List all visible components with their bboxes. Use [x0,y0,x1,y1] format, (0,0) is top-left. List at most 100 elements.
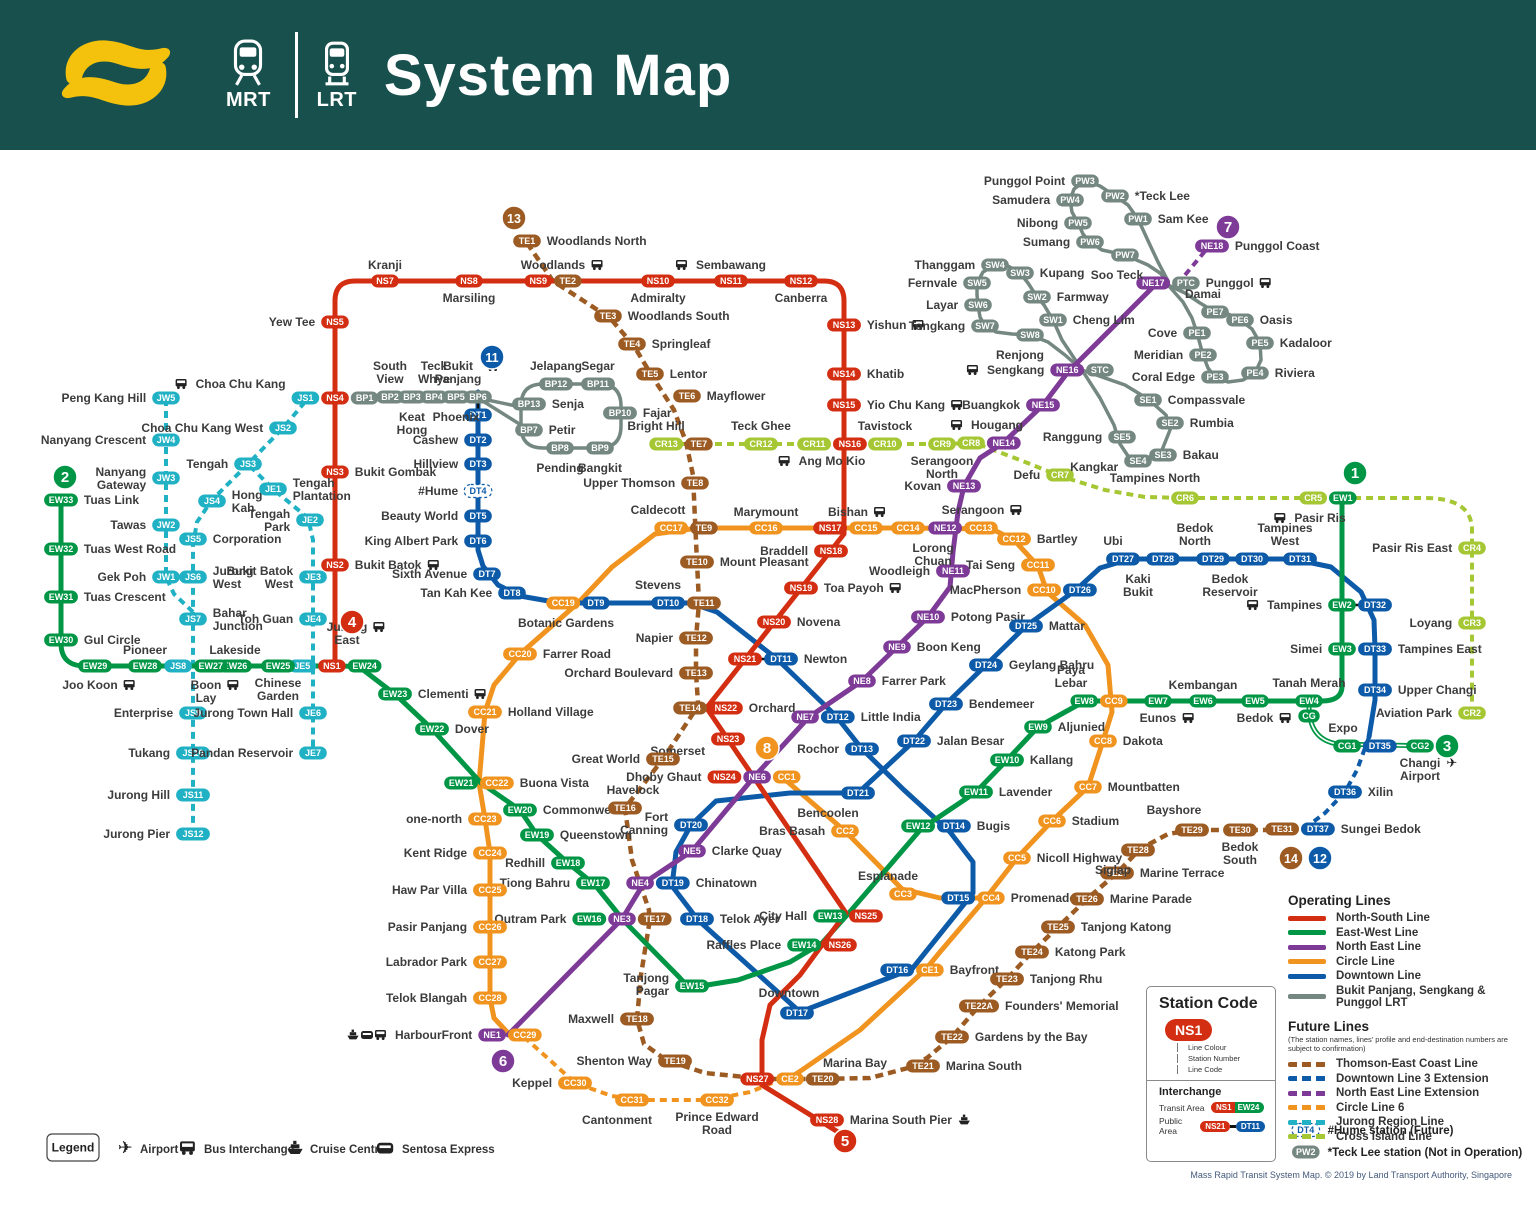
svg-text:PE7: PE7 [1206,307,1223,317]
svg-text:NE5: NE5 [683,846,701,856]
svg-text:CC26: CC26 [478,922,501,932]
svg-text:BP6: BP6 [469,392,487,402]
svg-text:✈: ✈ [118,1139,133,1159]
svg-text:DT31: DT31 [1289,554,1311,564]
station-code-pill [464,408,492,422]
dashed-line-swatch [1288,1119,1326,1125]
bus-interchange-icon [227,680,239,690]
svg-text:CR3: CR3 [1463,618,1481,628]
svg-text:NS8: NS8 [460,276,478,286]
svg-text:NS21: NS21 [734,654,757,664]
svg-text:PE2: PE2 [1194,350,1211,360]
station-code-pill [513,234,541,248]
station-code-pill [784,274,818,288]
station-code-pill [636,367,664,381]
svg-text:PE3: PE3 [1206,372,1223,382]
station-code-pill [680,912,714,926]
station-code-pill [415,722,449,736]
station-label: King Albert Park [365,534,459,548]
station-label: Holland Village [508,705,594,719]
station-label: Eunos [1140,711,1177,725]
svg-text:BP10: BP10 [609,408,632,418]
station-label: Punggol Point [984,174,1065,188]
station-label: Tai Seng [966,558,1015,572]
svg-text:PW4: PW4 [1060,195,1080,205]
station-label: Marina Bay [823,1056,887,1070]
station-label: Toa Payoh [824,581,884,595]
station-jurong-east: JE5NS1EW24JurongEast [288,620,385,673]
public-pill-2: DT11 [1235,1120,1265,1132]
svg-text:NE16: NE16 [1056,365,1079,375]
station-label: Rochor [797,742,839,756]
svg-text:TE30: TE30 [1229,825,1251,835]
svg-text:NS24: NS24 [713,772,736,782]
station-code-pill [1328,642,1356,656]
station-label: Aviation Park [1376,706,1453,720]
svg-text:CC1: CC1 [778,772,796,782]
station-code-pill [937,819,971,833]
svg-text:STC: STC [1091,365,1110,375]
station-code-pill [891,521,925,535]
station-code-pill [128,659,162,673]
station--hume: DT4#Hume [418,483,493,499]
svg-text:NE9: NE9 [888,642,906,652]
station-label: Kovan [904,479,941,493]
station-code-pill [678,844,706,858]
station-label: Thanggam [915,258,976,272]
svg-text:CG2: CG2 [1411,741,1430,751]
svg-text:CR2: CR2 [1463,708,1481,718]
svg-text:DT3: DT3 [469,459,486,469]
bus-interchange-icon [373,622,385,632]
svg-text:DT27: DT27 [1112,554,1134,564]
station-code-pill [1106,552,1140,566]
station-code-pill [827,367,861,381]
svg-text:DT23: DT23 [935,699,957,709]
svg-text:PE6: PE6 [1231,315,1248,325]
station-code-pill [749,521,783,535]
station-label: Maxwell [568,1012,614,1026]
station-label: Jalan Besar [937,734,1005,748]
svg-text:CG1: CG1 [1338,741,1357,751]
station-label: Pandan Reservoir [191,746,293,760]
station-code-pill [1328,785,1362,799]
footer-credit: Mass Rapid Transit System Map. © 2019 by… [1190,1170,1512,1180]
svg-text:JE7: JE7 [305,748,321,758]
svg-text:EW20: EW20 [508,805,533,815]
station-label: Petir [549,423,576,437]
svg-text:CC19: CC19 [552,598,575,608]
station-code-pill [757,615,791,629]
station-code-pill [1024,720,1052,734]
svg-text:JE1: JE1 [265,484,281,494]
station-code-pill [626,876,654,890]
station-label: Newton [804,652,847,666]
svg-text:BP7: BP7 [520,425,538,435]
terminus-circle-6: 6 [490,1048,516,1074]
station-code-pill [193,659,228,673]
svg-text:BP4: BP4 [425,392,443,402]
station-label: Haw Par Villa [392,883,467,897]
station-label: Coral Edge [1132,370,1196,384]
svg-text:NE11: NE11 [942,566,964,576]
station-code-pill [318,659,346,673]
svg-text:JS1: JS1 [297,393,313,403]
solid-line-swatch [1288,959,1326,964]
svg-text:NE17: NE17 [1142,278,1165,288]
station-code-pill [820,710,855,724]
